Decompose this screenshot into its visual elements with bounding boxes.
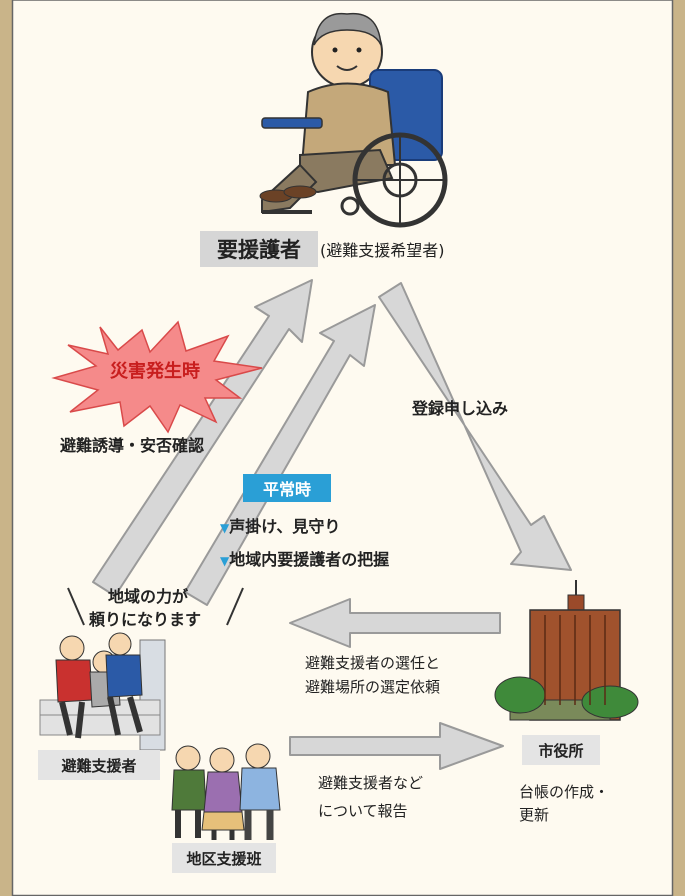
district-team-illustration bbox=[171, 743, 281, 840]
arrow-disaster-up bbox=[92, 279, 313, 597]
city-hall-label: 市役所 bbox=[522, 735, 600, 765]
city-hall-line-2: 更新 bbox=[519, 806, 550, 824]
report-line-2: について報告 bbox=[318, 802, 408, 820]
disaster-label: 災害発生時 bbox=[110, 361, 200, 382]
arrow-normal-up bbox=[184, 304, 376, 606]
main-title: 要援護者 bbox=[200, 231, 318, 267]
wheelchair-person-illustration bbox=[259, 12, 448, 228]
city-hall-illustration bbox=[494, 580, 639, 721]
triangle-bullet-icon: ▼ bbox=[220, 521, 230, 535]
normal-item-1-text: 声掛け、見守り bbox=[229, 517, 341, 536]
arrow-registration-down bbox=[378, 282, 572, 571]
arrow-report-right bbox=[289, 722, 504, 770]
triangle-bullet-icon: ▼ bbox=[220, 554, 230, 568]
normal-item-2: ▼地域内要援護者の把握 bbox=[220, 546, 389, 570]
community-line-2: 頼りになります bbox=[89, 610, 202, 629]
supporters-label: 避難支援者 bbox=[38, 750, 160, 780]
normal-time-badge: 平常時 bbox=[243, 474, 331, 502]
city-request-line-1: 避難支援者の選任と bbox=[305, 654, 441, 672]
community-slash-right bbox=[226, 587, 244, 626]
disaster-burst bbox=[51, 320, 263, 434]
community-line-1: 地域の力が bbox=[108, 587, 189, 606]
supporters-illustration bbox=[39, 632, 166, 751]
registration-label: 登録申し込み bbox=[412, 399, 509, 418]
normal-item-1: ▼声掛け、見守り bbox=[220, 513, 340, 537]
community-slash-left bbox=[67, 587, 85, 626]
report-line-1: 避難支援者など bbox=[318, 774, 424, 792]
main-subtitle: (避難支援希望者) bbox=[320, 241, 445, 260]
normal-item-2-text: 地域内要援護者の把握 bbox=[229, 550, 390, 569]
arrow-request-left bbox=[289, 598, 501, 648]
city-request-line-2: 避難場所の選定依頼 bbox=[305, 678, 441, 696]
evacuation-guidance-label: 避難誘導・安否確認 bbox=[60, 436, 205, 455]
city-hall-line-1: 台帳の作成・ bbox=[519, 783, 610, 801]
district-team-label: 地区支援班 bbox=[172, 843, 276, 873]
